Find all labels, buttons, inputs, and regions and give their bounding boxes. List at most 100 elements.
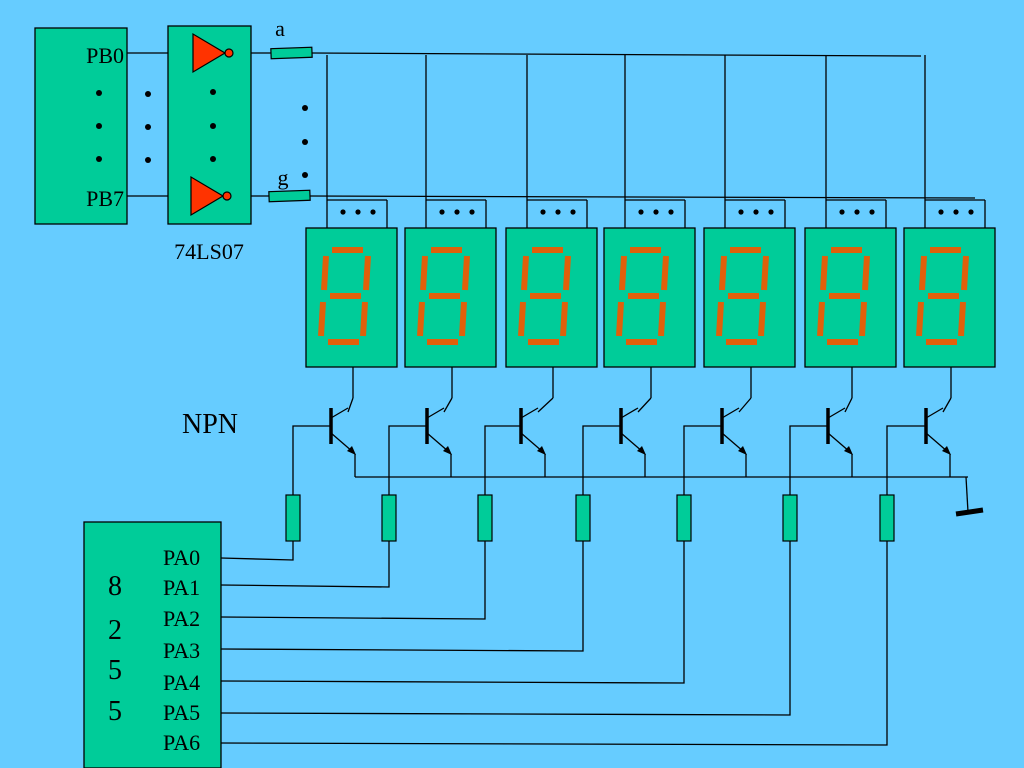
resistor-icon: [782, 494, 798, 542]
resistor-icon: [575, 494, 591, 542]
display-segment: [761, 255, 769, 291]
ellipsis-dots-icon: [340, 209, 376, 215]
display-segment: [661, 255, 669, 291]
wire: [220, 541, 584, 652]
chip-name-char: 8: [108, 571, 122, 602]
pin-label: PA1: [163, 575, 200, 600]
display-segment: [360, 301, 368, 337]
resistor-icon: [270, 46, 313, 60]
npn-transistor-icon: [826, 407, 853, 455]
wire: [292, 425, 331, 495]
ellipsis-dots-icon: [96, 90, 102, 162]
display-segment: [560, 301, 568, 337]
wire: [886, 425, 926, 495]
wire: [738, 397, 752, 413]
display-segment: [318, 301, 326, 337]
pin-label: PA0: [163, 545, 200, 570]
seven-segment-display: [903, 227, 996, 368]
display-segment: [459, 301, 467, 337]
pb0-label: PB0: [86, 43, 124, 68]
display-segment: [420, 255, 428, 291]
npn-transistor-icon: [619, 407, 646, 455]
seven-segment-display: [603, 227, 696, 368]
ellipsis-dots-icon: [540, 209, 576, 215]
resistor-icon: [879, 494, 895, 542]
inverter-gate-icon: [190, 175, 232, 217]
display-segment: [521, 255, 529, 291]
wire: [309, 195, 976, 199]
npn-transistors: [329, 407, 951, 455]
wire: [683, 425, 722, 495]
display-segment: [961, 255, 969, 291]
seven-segment-display: [505, 227, 598, 368]
display-segment: [619, 255, 627, 291]
inverter-gate-icon: [192, 32, 234, 74]
wires: [127, 52, 986, 746]
ground-icon: [955, 476, 984, 517]
pin-label: PA2: [163, 606, 200, 631]
ellipsis-dots-icon: [302, 105, 308, 178]
resistor-icon: [285, 494, 301, 542]
wire: [443, 397, 453, 413]
npn-transistor-icon: [519, 407, 546, 455]
chip-8255-block: [83, 521, 222, 768]
ellipsis-dots-icon: [439, 209, 475, 215]
ellipsis-dots-icon: [938, 209, 974, 215]
wire: [220, 541, 685, 684]
chip-name-char: 5: [108, 696, 122, 727]
wire: [220, 541, 390, 588]
chip-8255-name: 8 2 5 5: [108, 571, 122, 727]
wire: [220, 541, 294, 561]
npn-transistor-icon: [924, 407, 951, 455]
wire: [311, 52, 922, 57]
wire: [347, 397, 354, 413]
wire: [220, 541, 791, 716]
wire: [484, 425, 521, 495]
ellipsis-dots-icon: [738, 209, 774, 215]
seven-segment-display: [404, 227, 497, 368]
chip-name-char: 5: [108, 655, 122, 686]
wire: [789, 425, 828, 495]
wire: [220, 541, 888, 746]
pin-label: PA6: [163, 730, 200, 755]
display-segment: [518, 301, 526, 337]
display-segment: [958, 301, 966, 337]
wire: [844, 397, 853, 413]
display-segment: [716, 301, 724, 337]
ellipsis-dots-icon: [210, 89, 216, 162]
seven-segment-display: [804, 227, 897, 368]
wire: [388, 425, 427, 495]
display-segment: [758, 301, 766, 337]
wire: [220, 541, 486, 620]
pin-label: PA3: [163, 638, 200, 663]
resistor-icon: [268, 189, 311, 203]
display-segment: [919, 255, 927, 291]
display-segment: [820, 255, 828, 291]
npn-transistor-icon: [425, 407, 452, 455]
wire: [942, 397, 952, 413]
display-segment: [462, 255, 470, 291]
seven-segment-display: [305, 227, 398, 368]
wire: [537, 397, 554, 413]
chip-name-char: 2: [108, 615, 122, 646]
segment-g-label: g: [278, 165, 289, 190]
pb7-label: PB7: [86, 186, 124, 211]
display-segment: [859, 301, 867, 337]
wire: [582, 425, 621, 495]
display-segment: [916, 301, 924, 337]
display-segment: [363, 255, 371, 291]
npn-label: NPN: [182, 409, 238, 440]
display-segment: [817, 301, 825, 337]
display-segment: [321, 255, 329, 291]
resistor-icon: [381, 494, 397, 542]
npn-transistor-icon: [329, 407, 356, 455]
display-segment: [563, 255, 571, 291]
ellipsis-dots-icon: [638, 209, 674, 215]
port-b-block: [34, 27, 128, 225]
wire: [637, 397, 652, 413]
buffer-chip-label: 74LS07: [174, 239, 244, 264]
seven-segment-displays: [305, 209, 996, 368]
seven-segment-display: [703, 227, 796, 368]
resistor-icon: [676, 494, 692, 542]
